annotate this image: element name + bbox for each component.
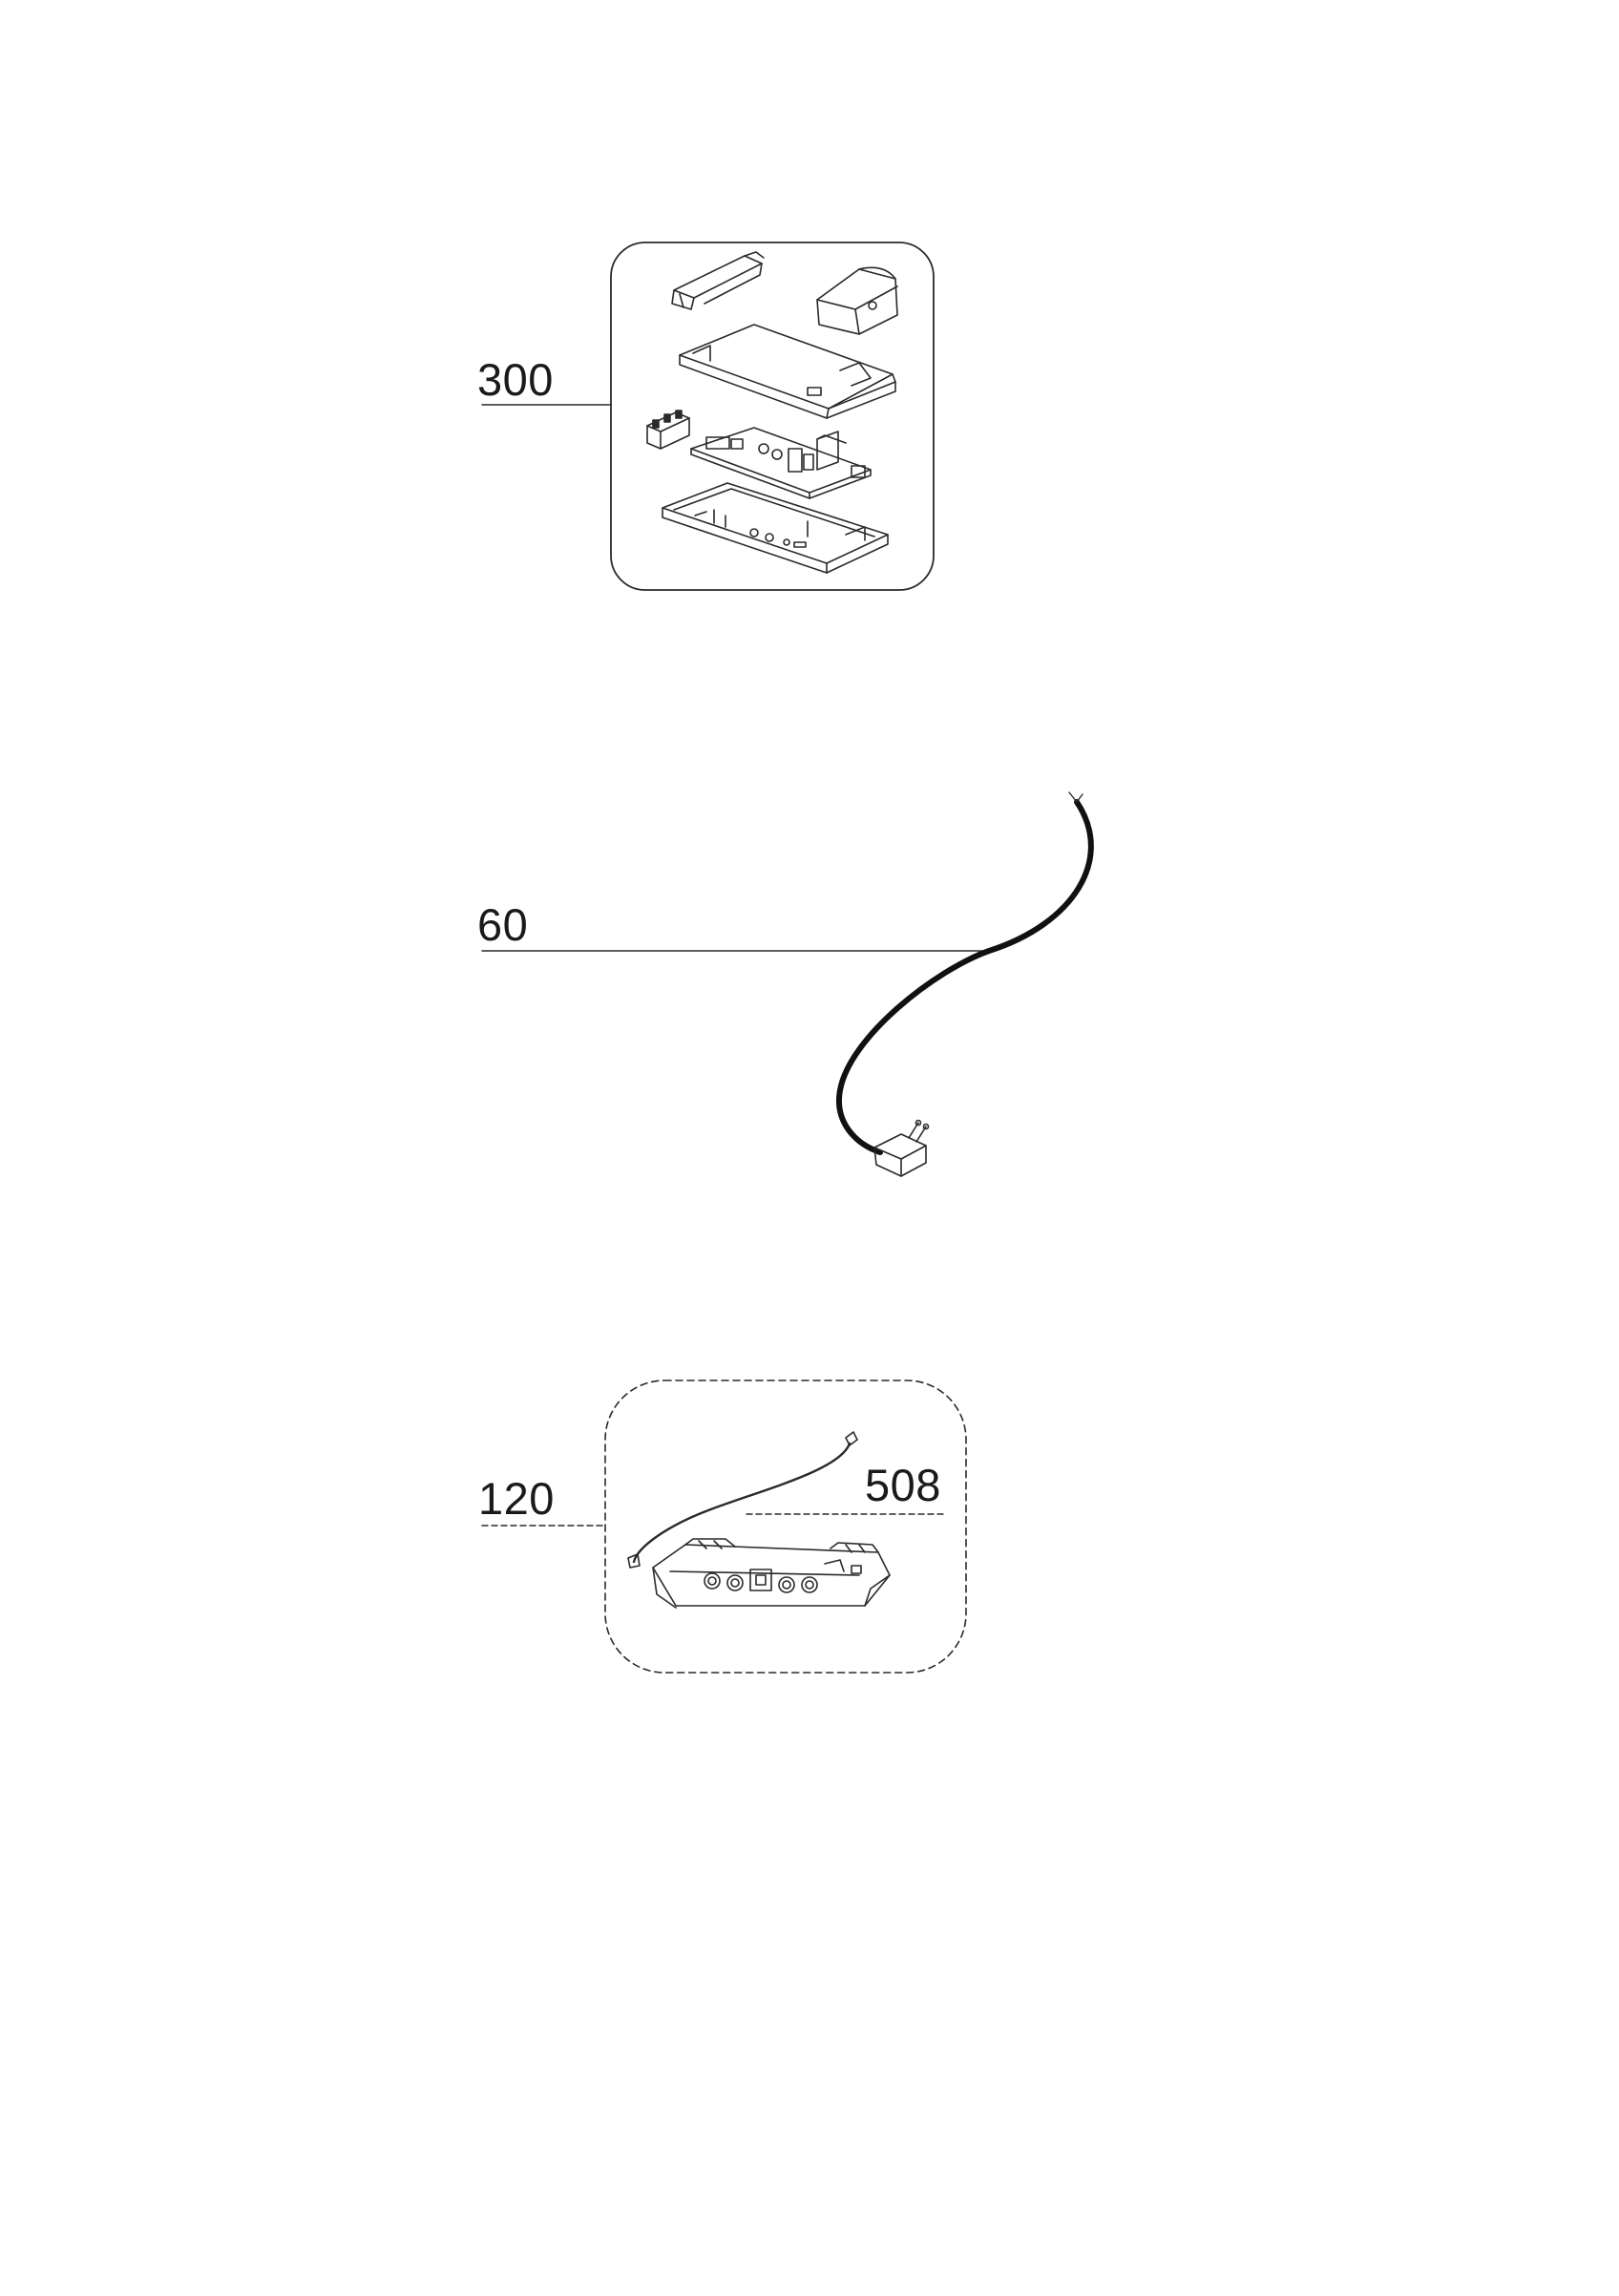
terminal-block	[646, 410, 690, 450]
kit-300-frame	[610, 242, 935, 591]
callout-120: 120	[478, 1473, 555, 1524]
button-board-kit-group	[481, 1380, 967, 1674]
plug	[873, 1119, 930, 1177]
module-housing-cover	[679, 324, 896, 419]
circuit-board	[690, 427, 872, 499]
callout-300: 300	[477, 354, 554, 405]
callout-508: 508	[865, 1460, 941, 1510]
control-module-kit-group	[481, 242, 935, 591]
power-cord-cable	[835, 799, 1094, 1155]
right-end-cover	[816, 266, 898, 335]
button-board	[652, 1538, 891, 1609]
power-cord-group	[481, 791, 1094, 1177]
left-end-cover	[671, 251, 765, 310]
kit-120-frame	[604, 1380, 967, 1674]
callout-60: 60	[477, 899, 529, 950]
button-board-harness	[627, 1431, 858, 1569]
module-base-tray	[662, 482, 889, 574]
